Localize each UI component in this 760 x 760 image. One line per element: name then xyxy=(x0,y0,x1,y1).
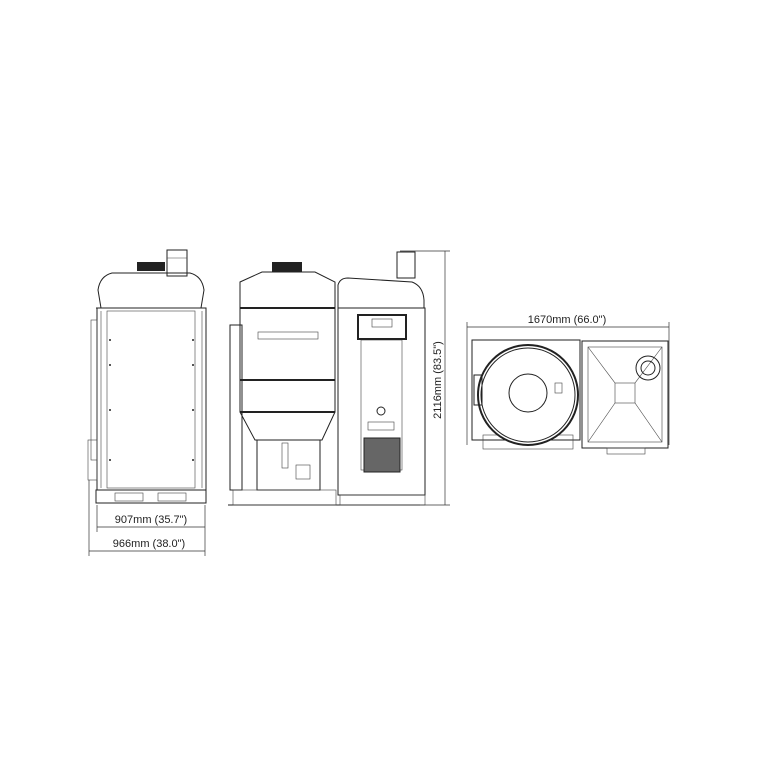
length-label: 1670mm (66.0") xyxy=(528,314,607,326)
cabinet-chimney xyxy=(396,251,416,279)
inner-width-label: 907mm (35.7") xyxy=(115,514,187,526)
height-dimension: 2116mm (83.5") xyxy=(400,250,450,506)
vent-grille xyxy=(363,437,401,473)
side-view xyxy=(228,251,426,506)
gauge xyxy=(376,406,386,416)
height-label: 2116mm (83.5") xyxy=(432,341,444,419)
fan-top xyxy=(137,262,165,271)
silo-top xyxy=(239,271,336,309)
cabinet-top xyxy=(337,277,425,309)
chimney-circle xyxy=(635,355,661,381)
chimney xyxy=(166,249,188,277)
base xyxy=(95,489,207,504)
top-cap xyxy=(97,272,205,309)
silo-cone xyxy=(239,411,336,441)
silo-circle xyxy=(477,344,579,446)
silo-body xyxy=(239,307,336,413)
silo-fan xyxy=(272,262,302,272)
body xyxy=(96,307,207,491)
front-view xyxy=(87,249,207,504)
top-view: 1670mm (66.0") xyxy=(466,314,670,455)
width-dimensions: 907mm (35.7") 966mm (38.0") xyxy=(88,480,206,556)
outer-width-label: 966mm (38.0") xyxy=(113,538,185,550)
